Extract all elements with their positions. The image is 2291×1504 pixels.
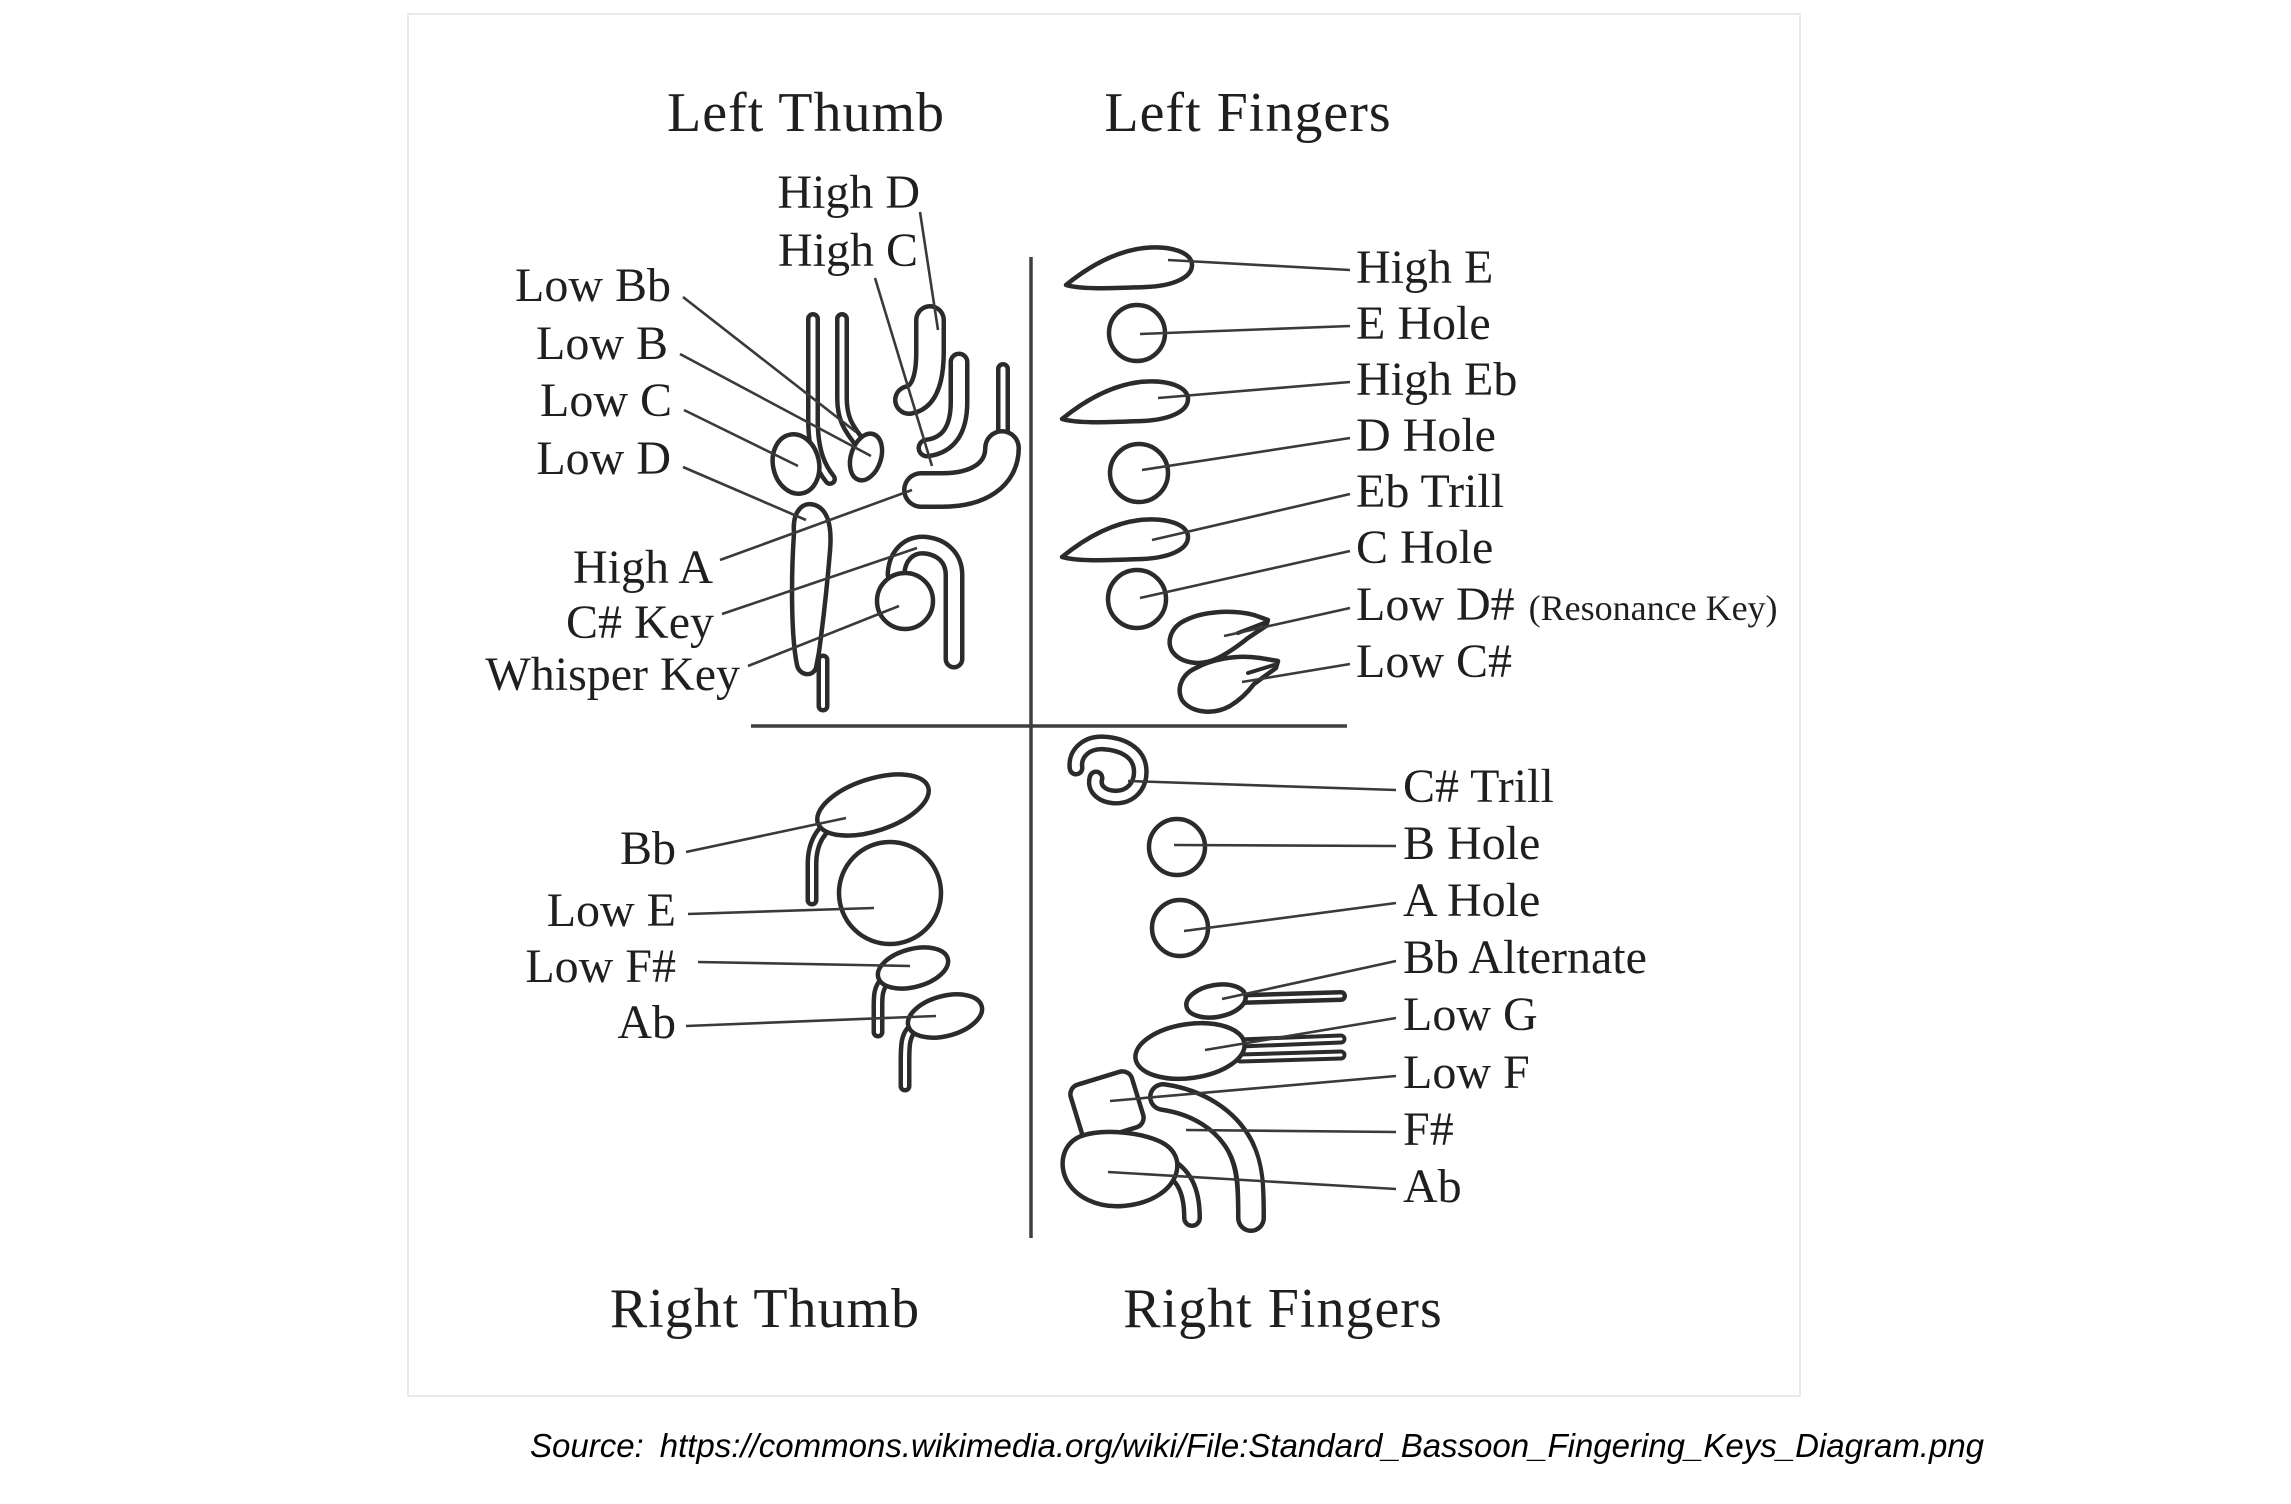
key-shape-bb-alternate (1184, 982, 1347, 1020)
key-shapes (770, 245, 1347, 1233)
label-d-hole: D Hole (1356, 409, 1496, 462)
leader-fsharp (1185, 1128, 1397, 1134)
quadrant-title-right-fingers: Right Fingers (1123, 1278, 1442, 1340)
label-fsharp: F# (1403, 1103, 1454, 1156)
label-high-c: High C (778, 224, 918, 277)
leader-low-e (687, 906, 875, 916)
key-shape-low-csharp (1177, 654, 1281, 714)
leader-high-c (873, 277, 934, 467)
leader-high-d (918, 211, 940, 331)
label-csharp-trill: C# Trill (1403, 760, 1554, 813)
label-a-hole: A Hole (1403, 874, 1540, 927)
leader-e-hole (1139, 324, 1351, 336)
label-low-dsharp-main: Low D# (1356, 578, 1515, 631)
label-low-f: Low F (1403, 1046, 1530, 1099)
leader-low-dsharp (1223, 606, 1351, 638)
label-low-fsharp: Low F# (525, 940, 676, 993)
key-shape-high-d-hook (893, 304, 946, 416)
leader-low-f (1109, 1074, 1397, 1103)
leader-a-hole (1183, 901, 1397, 933)
key-shape-high-c-hook (916, 351, 970, 459)
leader-low-d (682, 465, 807, 522)
label-high-eb: High Eb (1356, 353, 1517, 406)
label-low-csharp: Low C# (1356, 635, 1512, 688)
key-shape-low-e (836, 839, 944, 947)
label-bb-alternate: Bb Alternate (1403, 931, 1647, 984)
label-whisper-key: Whisper Key (485, 648, 740, 701)
label-bb-thumb: Bb (620, 822, 676, 875)
leader-ab-thumb (685, 1014, 937, 1028)
label-low-bb: Low Bb (515, 259, 671, 312)
leader-high-e (1167, 258, 1351, 272)
label-high-a: High A (573, 541, 713, 594)
label-low-c: Low C (540, 374, 672, 427)
leader-csharp-trill (1127, 779, 1397, 792)
label-high-e: High E (1356, 241, 1493, 294)
label-csharp-key: C# Key (566, 596, 714, 649)
leader-lines (679, 211, 1397, 1191)
source-url: https://commons.wikimedia.org/wiki/File:… (660, 1427, 1985, 1464)
leader-low-c (683, 408, 799, 468)
quadrant-title-left-thumb: Left Thumb (667, 82, 945, 144)
leader-low-csharp (1241, 662, 1351, 684)
label-resonance-key: (Resonance Key) (1529, 588, 1778, 628)
leader-eb-trill (1151, 492, 1351, 542)
leader-bb-alternate (1221, 959, 1397, 1001)
key-shape-low-fsharp (871, 945, 951, 1039)
source-caption: Source: https://commons.wikimedia.org/wik… (530, 1427, 1985, 1464)
key-shape-fsharp (1148, 1082, 1266, 1233)
key-shape-eb-trill (1059, 517, 1191, 563)
leader-ab-fingers (1107, 1170, 1397, 1191)
key-shape-csharp-key (885, 534, 965, 670)
leader-b-hole (1173, 843, 1397, 848)
key-shape-whisper-lever (902, 362, 1021, 509)
label-low-dsharp: Low D# (Resonance Key) (1356, 578, 1778, 631)
key-shape-ab-thumb (898, 992, 985, 1093)
label-c-hole: C Hole (1356, 521, 1493, 574)
label-low-d: Low D (536, 432, 671, 485)
key-shape-bb-thumb (805, 772, 931, 907)
label-ab-thumb: Ab (617, 996, 676, 1049)
key-shape-c-hole (1105, 567, 1169, 631)
label-e-hole: E Hole (1356, 297, 1491, 350)
leader-bb-thumb (685, 816, 847, 854)
key-shape-d-hole (1107, 441, 1171, 505)
quadrant-title-right-thumb: Right Thumb (610, 1278, 920, 1340)
key-shape-low-g (1133, 1020, 1347, 1082)
leader-whisper-key (747, 604, 900, 668)
key-shape-high-eb (1059, 379, 1191, 425)
label-b-hole: B Hole (1403, 817, 1540, 870)
key-shape-high-e (1063, 245, 1195, 291)
key-shape-high-a-blade (789, 501, 833, 713)
leader-d-hole (1141, 436, 1351, 472)
leader-low-g (1204, 1016, 1397, 1052)
quadrant-title-left-fingers: Left Fingers (1104, 82, 1391, 144)
key-shape-ab-fingers (1060, 1129, 1202, 1228)
key-shape-csharp-trill (1067, 734, 1149, 806)
key-shape-b-hole (1146, 816, 1208, 878)
key-shape-whisper-circle (874, 570, 936, 632)
leader-low-b (679, 352, 872, 458)
key-shape-low-b (835, 312, 885, 483)
leader-low-fsharp (697, 960, 911, 968)
leader-csharp-key (721, 546, 918, 616)
diagram-border (407, 13, 1801, 1397)
label-low-e: Low E (547, 884, 676, 937)
label-high-d: High D (777, 166, 920, 219)
label-low-g: Low G (1403, 988, 1538, 1041)
source-label: Source: (530, 1427, 644, 1464)
label-eb-trill: Eb Trill (1356, 465, 1504, 518)
leader-low-bb (682, 295, 857, 434)
leader-c-hole (1139, 549, 1351, 600)
label-low-b: Low B (536, 317, 668, 370)
label-ab-fingers: Ab (1403, 1160, 1462, 1213)
leader-high-a (719, 488, 913, 562)
leader-high-eb (1157, 380, 1351, 400)
